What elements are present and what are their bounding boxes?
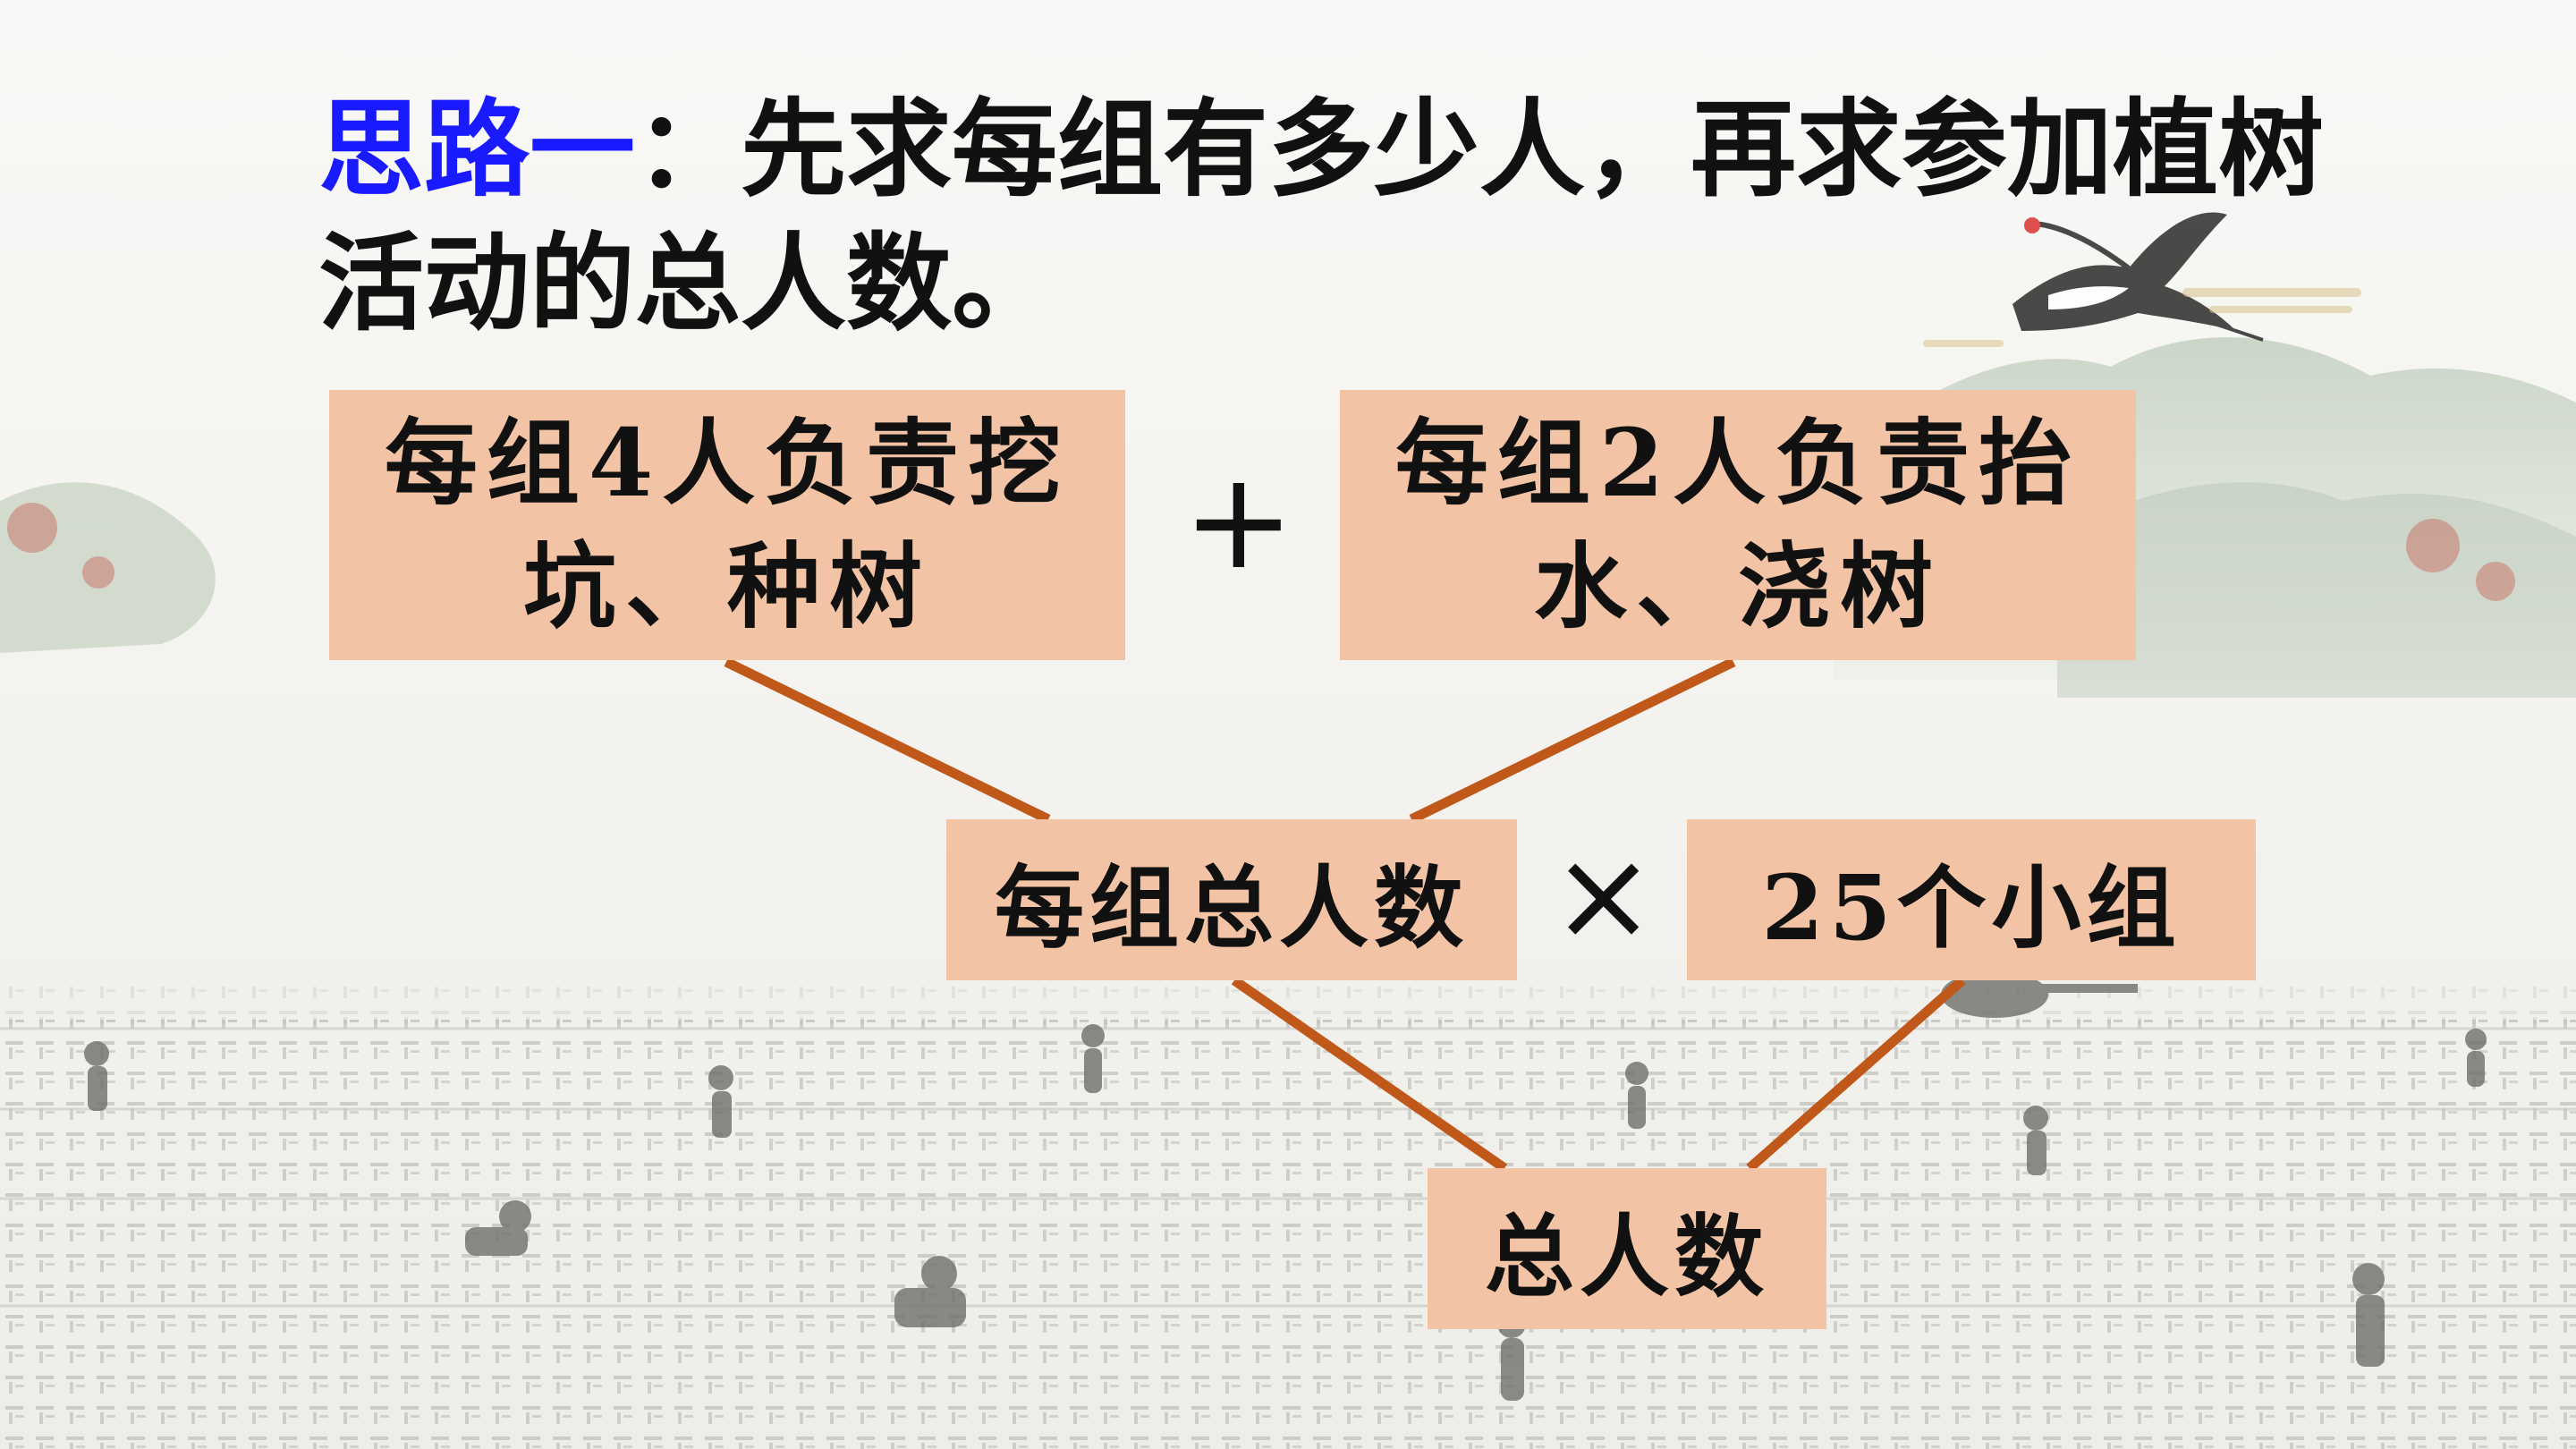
- connector-water-to-per-group: [1409, 657, 1736, 824]
- page-title: 思路一：先求每组有多少人，再求参加植树活动的总人数。: [318, 82, 2376, 351]
- title-lead: 思路一: [318, 88, 636, 211]
- connector-groups-to-total: [1746, 976, 1966, 1173]
- connector-dig-to-per-group: [724, 657, 1051, 824]
- total-people-box: 总人数: [1428, 1168, 1826, 1329]
- crane-illustration: [2012, 212, 2264, 342]
- per-group-total-box: 每组总人数: [946, 819, 1517, 980]
- times-operator: ×: [1551, 823, 1657, 969]
- plus-operator: +: [1182, 444, 1295, 599]
- dig-box-line-2: 坑、种树: [522, 531, 931, 641]
- dig-and-plant-box: 每组4人负责挖 坑、种树: [329, 390, 1125, 660]
- water-box-line-1: 每组2人负责抬: [1394, 408, 2081, 518]
- title-body: ：先求每组有多少人，再求参加植树活动的总人数。: [318, 88, 2325, 345]
- connector-per-group-to-total: [1231, 976, 1508, 1173]
- group-count-box: 25个小组: [1687, 819, 2256, 980]
- water-box-line-2: 水、浇树: [1533, 531, 1942, 641]
- carry-and-water-box: 每组2人负责抬 水、浇树: [1340, 390, 2136, 660]
- dig-box-line-1: 每组4人负责挖: [384, 408, 1071, 518]
